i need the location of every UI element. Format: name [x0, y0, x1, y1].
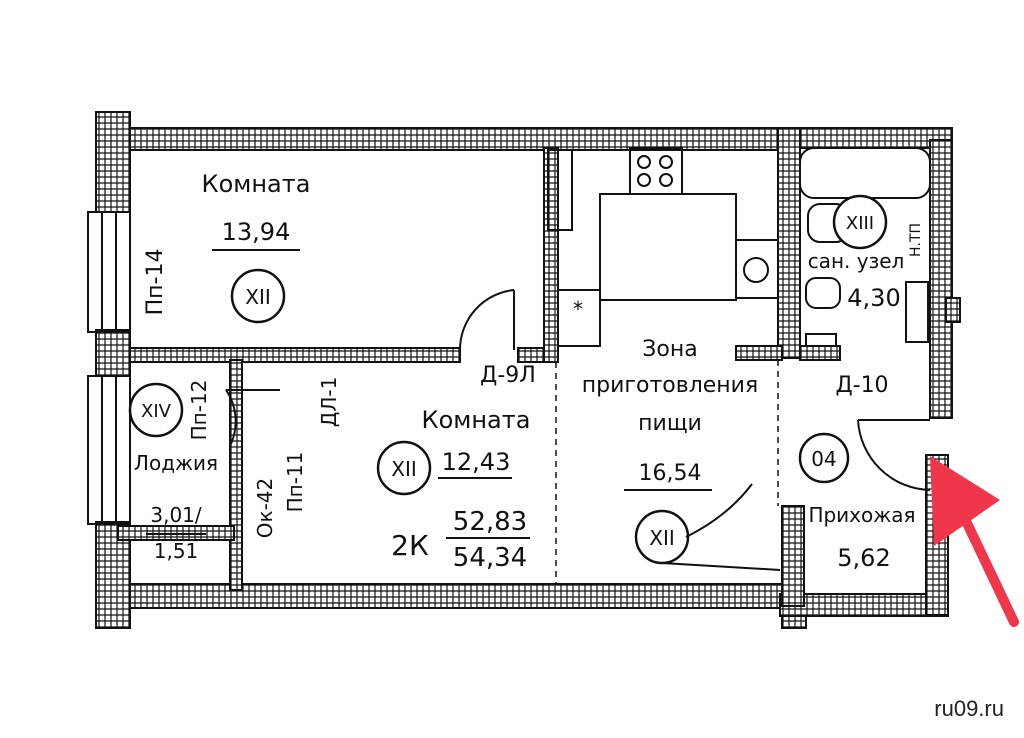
kitchen-counter [599, 193, 737, 301]
bath-area: 4,30 [847, 284, 900, 312]
apt-area-living: 52,83 [453, 507, 527, 537]
hall-number: 04 [811, 447, 836, 471]
watermark: ru09.ru [934, 696, 1004, 721]
kitchen-mark: XII [649, 526, 675, 550]
wall-room1-bottom [129, 347, 461, 363]
mark-loggia [128, 382, 184, 438]
fridge [547, 149, 573, 231]
stove [629, 147, 683, 195]
mark-room2 [376, 440, 432, 496]
outer-walls [95, 111, 961, 629]
room1-name: Комната [202, 170, 311, 198]
wall-left-top [95, 111, 131, 213]
leader-kitchen-2 [661, 562, 781, 571]
door-swing-loggia [225, 389, 280, 447]
code-pp11: Пп-11 [283, 452, 307, 513]
floor-drain [805, 333, 837, 347]
wall-hall-left [781, 505, 805, 607]
wall-room1-right [543, 147, 559, 363]
wall-bath-bottom [799, 345, 841, 361]
kitchen-sink [735, 239, 779, 299]
pointer-arrow [930, 456, 1019, 627]
wall-top [125, 127, 799, 151]
wall-left-mid [95, 329, 131, 377]
hall-name: Прихожая [808, 503, 915, 527]
wall-right-upper [929, 139, 953, 419]
door-code-d10: Д-10 [835, 373, 888, 398]
room1-area: 13,94 [222, 218, 291, 246]
loggia-area-2: 1,51 [154, 539, 199, 563]
code-pp12: Пп-12 [187, 380, 211, 441]
wall-top-right [795, 127, 953, 149]
door-swing-d10 [857, 419, 931, 491]
apt-area-total: 54,34 [453, 543, 527, 573]
loggia-mark: XIV [141, 401, 172, 422]
room2-area: 12,43 [442, 448, 511, 476]
loggia-name: Лоджия [134, 451, 218, 475]
loggia-area-1: 3,01/ [150, 503, 202, 527]
code-dl1: ДЛ-1 [317, 377, 341, 428]
mark-hall [798, 432, 850, 484]
wall-bath-left [777, 127, 801, 359]
window-loggia [87, 375, 131, 525]
leader-kitchen [685, 483, 753, 538]
mark-room1 [230, 268, 286, 324]
window-room1 [87, 211, 131, 333]
vent-box [557, 289, 601, 347]
bath-mark: XIII [846, 213, 874, 234]
kitchen-area: 16,54 [639, 461, 702, 486]
wall-loggia-right [229, 359, 243, 591]
hall-area: 5,62 [837, 544, 890, 572]
code-pp14: Пп-14 [143, 249, 168, 316]
kitchen-name-1: Зона [642, 337, 697, 362]
kitchen-name-2: приготовления [582, 373, 758, 398]
code-ntp: Н.ТП [908, 223, 924, 257]
door-swing-d9 [458, 289, 515, 351]
code-ok42: Ок-42 [253, 478, 277, 539]
wall-notch [945, 297, 961, 323]
apt-type: 2К [391, 529, 429, 562]
room2-mark: XII [391, 457, 417, 481]
door-code-d9: Д-9Л [480, 363, 536, 388]
mark-bath [832, 194, 888, 250]
bathtub [799, 147, 931, 199]
wall-bottom-right [779, 593, 949, 617]
windows-left [87, 211, 131, 525]
bath-name: сан. узел [808, 249, 905, 273]
room2-name: Комната [422, 406, 531, 434]
kitchen-furniture [547, 147, 779, 347]
heated-rail [905, 281, 929, 343]
labels: Комната 13,94 XII Комната 12,43 XII 2К 5… [134, 170, 924, 573]
vent-mark: * [573, 297, 583, 321]
kitchen-name-3: пищи [638, 411, 702, 436]
toilet [805, 277, 841, 309]
wall-bottom [125, 583, 797, 609]
wall-kitchen-bath [735, 345, 783, 361]
interior-walls [117, 127, 841, 607]
room1-mark: XII [245, 285, 271, 309]
